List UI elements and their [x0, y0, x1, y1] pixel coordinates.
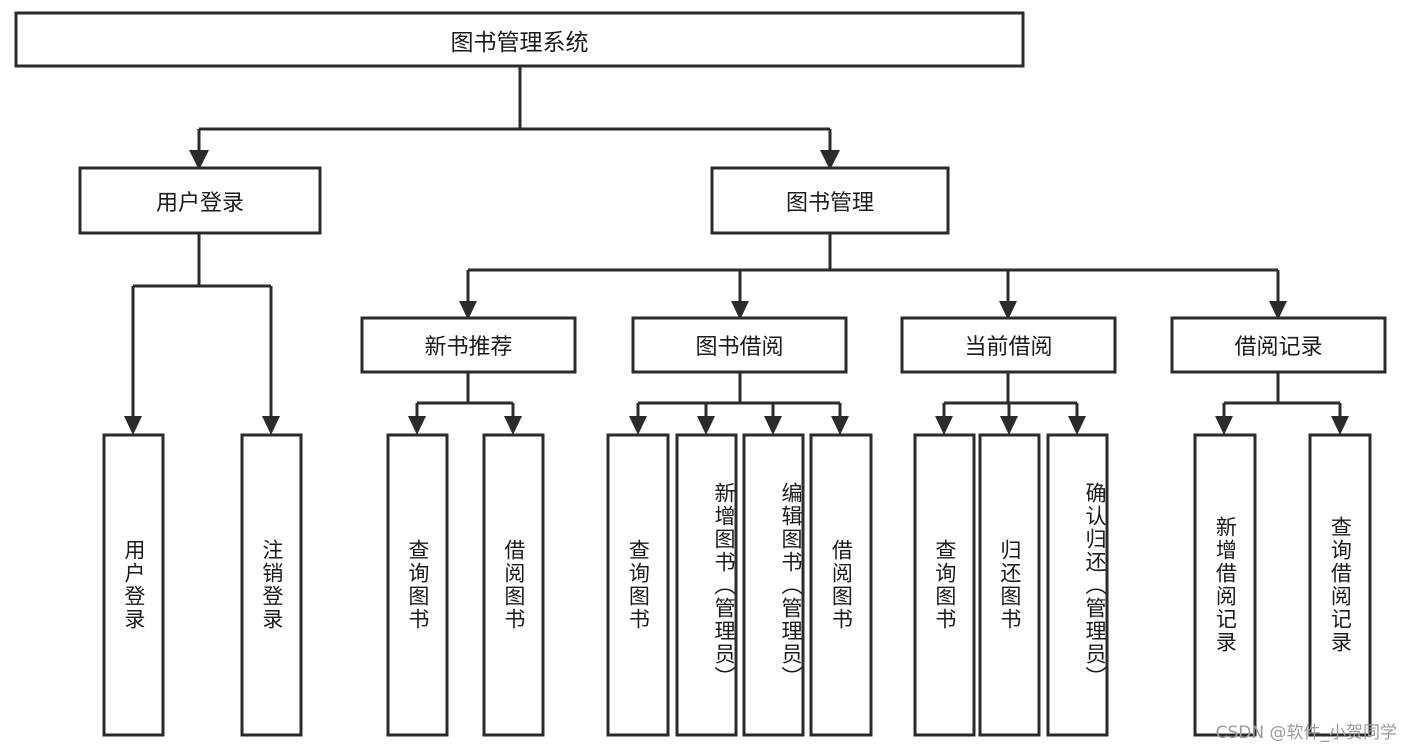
arrowhead-bb-leaf-3: [764, 416, 782, 435]
node-leaf-user-login[interactable]: [102, 433, 165, 737]
arrowhead-borrow-record: [1269, 301, 1287, 320]
arrowhead-bb-leaf-1: [629, 416, 647, 435]
arrowhead-nbr-leaf-1: [408, 416, 426, 435]
node-leaf-query-book-nbr[interactable]: [386, 433, 449, 737]
node-root[interactable]: [14, 11, 1025, 68]
arrowhead-book-mgmt: [820, 150, 840, 170]
node-leaf-confirm-return-admin[interactable]: [1046, 433, 1109, 737]
node-leaf-borrow-book-nbr[interactable]: [482, 433, 545, 737]
node-book-management[interactable]: [710, 166, 950, 235]
connector-group-user-login: [124, 233, 280, 435]
arrowhead-cb-leaf-2: [1000, 416, 1018, 435]
node-leaf-add-borrow-record[interactable]: [1193, 433, 1257, 737]
node-leaf-query-book-bb[interactable]: [606, 433, 670, 737]
node-leaf-query-book-cb[interactable]: [913, 433, 976, 737]
node-leaf-query-borrow-record[interactable]: [1308, 433, 1372, 737]
arrowhead-bb-leaf-4: [831, 416, 849, 435]
arrowhead-br-leaf-1: [1215, 416, 1233, 435]
connector-group-book-mgmt: [459, 233, 1287, 320]
node-leaf-edit-book-admin[interactable]: [742, 433, 805, 737]
connector-group-borrow-record: [1215, 372, 1349, 435]
node-leaf-return-book[interactable]: [978, 433, 1041, 737]
arrowhead-cb-leaf-1: [935, 416, 953, 435]
node-borrow-record[interactable]: [1170, 316, 1387, 374]
connector-group-current-borrow: [935, 372, 1086, 435]
arrowhead-nbr-leaf-2: [504, 416, 522, 435]
connector-group-book-borrow: [629, 372, 849, 435]
arrowhead-leaf-user-login: [124, 416, 142, 435]
arrowhead-leaf-logout: [262, 416, 280, 435]
arrowhead-br-leaf-2: [1331, 416, 1349, 435]
arrowhead-user-login: [189, 150, 209, 170]
node-book-borrow[interactable]: [631, 316, 848, 374]
node-leaf-add-book-admin[interactable]: [675, 433, 738, 737]
arrowhead-current-borrow: [999, 301, 1017, 320]
arrowhead-bb-leaf-2: [697, 416, 715, 435]
node-leaf-borrow-book-bb[interactable]: [809, 433, 873, 737]
node-new-book-recommend[interactable]: [360, 316, 577, 374]
node-leaf-logout[interactable]: [240, 433, 303, 737]
arrowhead-new-book-recommend: [459, 301, 477, 320]
arrowhead-book-borrow: [731, 301, 749, 320]
connector-group-root: [189, 66, 840, 170]
node-current-borrow[interactable]: [900, 316, 1117, 374]
arrowhead-cb-leaf-3: [1068, 416, 1086, 435]
node-user-login[interactable]: [78, 166, 322, 235]
connector-group-new-book-recommend: [408, 372, 522, 435]
